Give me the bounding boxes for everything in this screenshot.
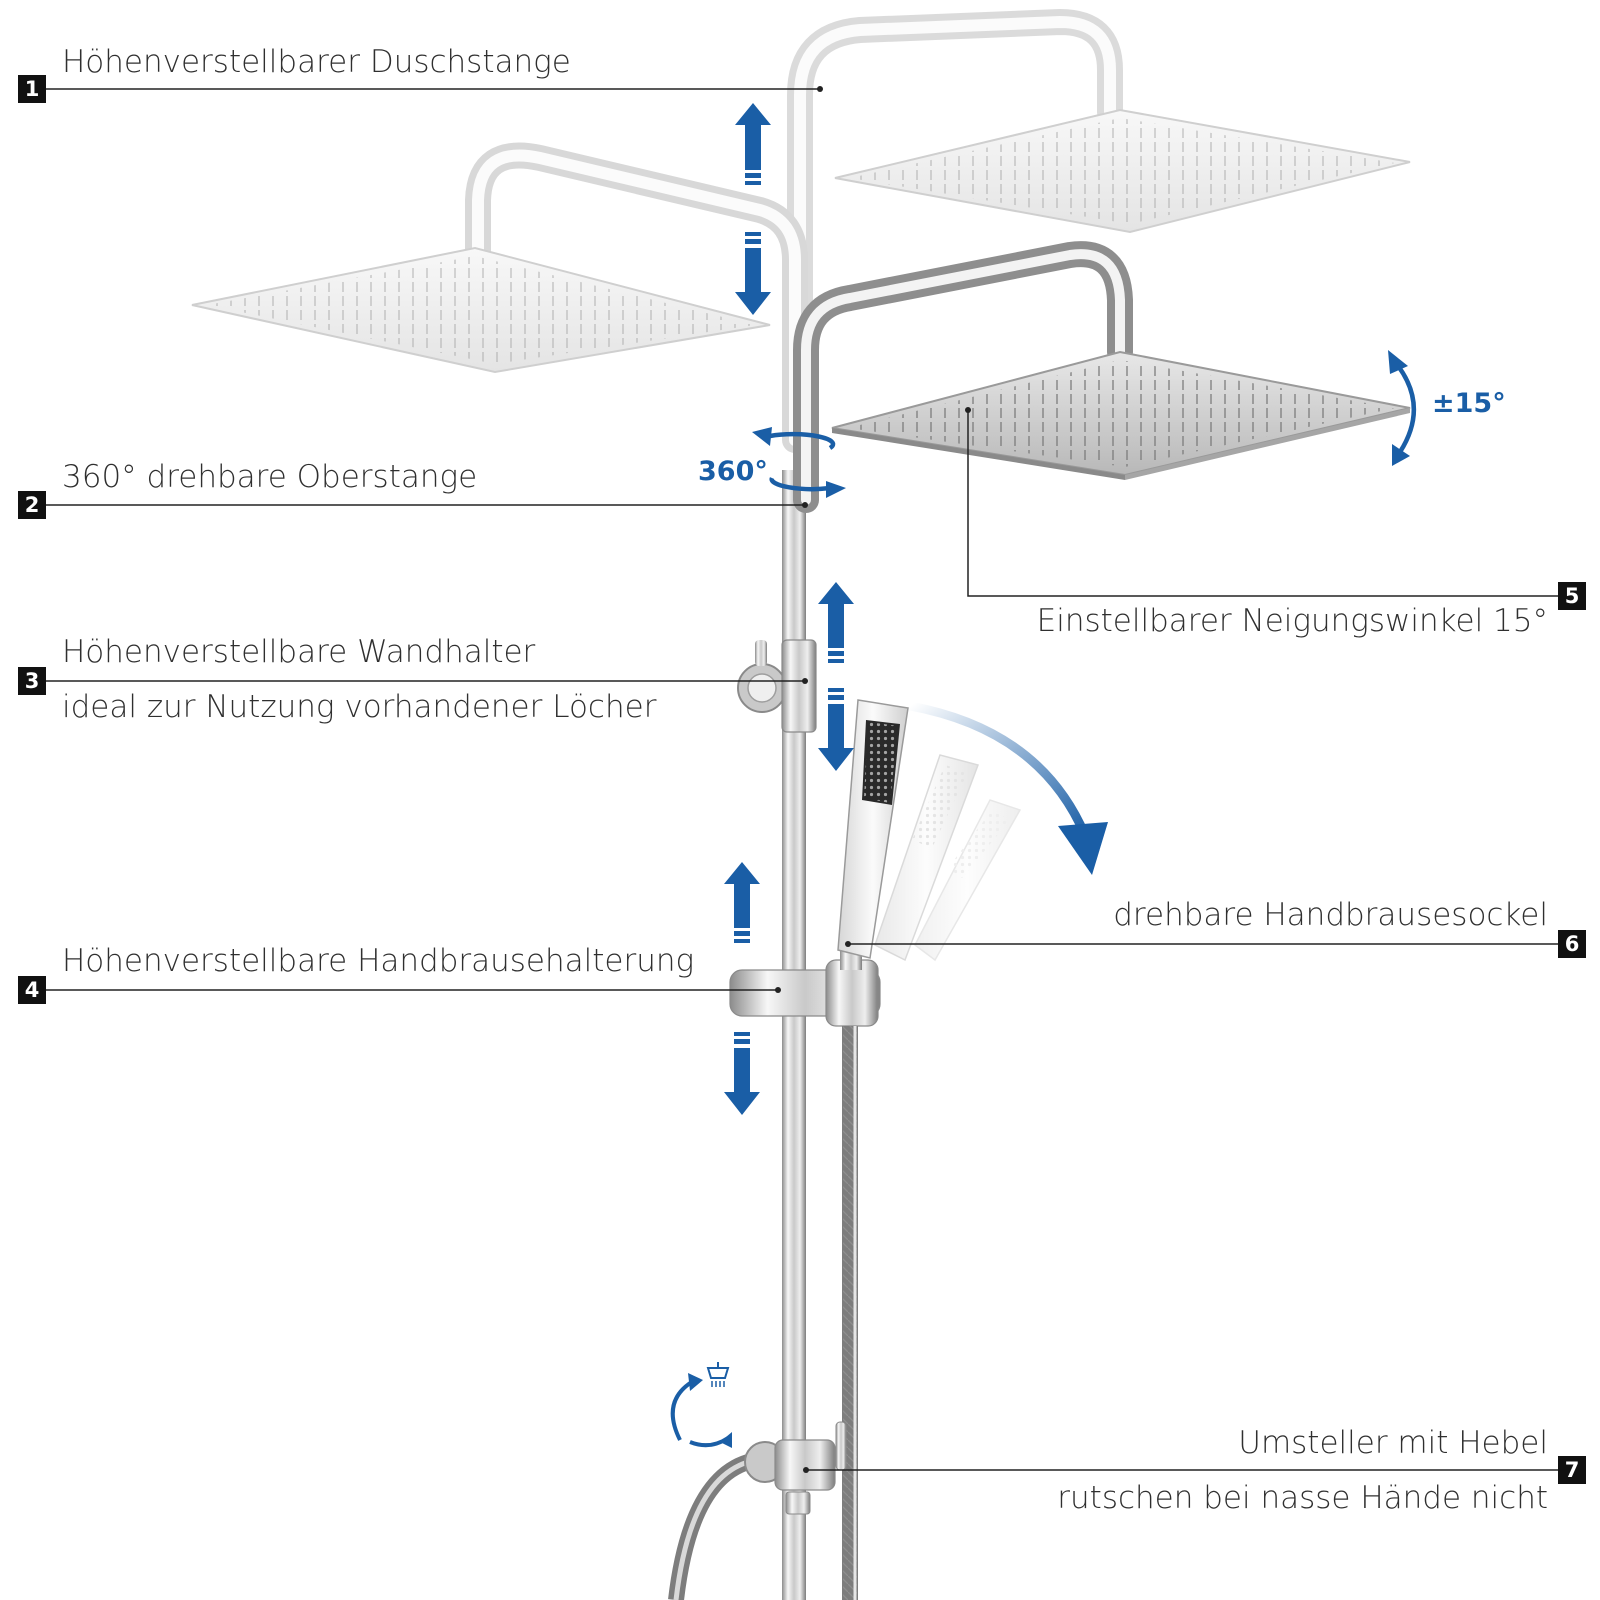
callout-sublabel-3: ideal zur Nutzung vorhandener Löcher — [62, 689, 657, 725]
hand-shower-slider — [729, 940, 881, 1027]
hand-shower-head — [837, 699, 909, 959]
diverter-switch-icon — [670, 1362, 732, 1448]
hand-shower-ghost-1 — [874, 754, 979, 962]
ghost-left-rain-shower-head — [191, 246, 771, 374]
callout-sublabel-7: rutschen bei nasse Hände nicht — [1057, 1480, 1548, 1516]
rotate-360-icon — [752, 427, 846, 498]
callout-badge-2: 2 — [18, 491, 46, 519]
callout-badge-6: 6 — [1558, 930, 1586, 958]
callout-label-7: Umsteller mit Hebel — [1238, 1425, 1548, 1461]
shower-hose — [668, 1026, 858, 1600]
hand-shower-ghost-2 — [914, 799, 1022, 962]
height-adjust-arrows-slider — [724, 862, 760, 1115]
tilt-indicator-label: ±15° — [1432, 388, 1506, 419]
top-shower-arm — [793, 241, 1133, 513]
height-adjust-arrows-bracket — [818, 582, 854, 771]
leader-lines — [46, 88, 1558, 1471]
callout-badge-4: 4 — [18, 976, 46, 1004]
callout-badge-3: 3 — [18, 667, 46, 695]
wall-bracket — [737, 639, 817, 733]
ghost-upper-rain-shower-head — [834, 108, 1411, 234]
rain-shower-head — [831, 350, 1411, 480]
callout-label-1: Höhenverstellbarer Duschstange — [62, 44, 571, 80]
callout-label-3: Höhenverstellbare Wandhalter — [62, 634, 536, 670]
callout-badge-7: 7 — [1558, 1456, 1586, 1484]
callout-label-6: drehbare Handbrausesockel — [1113, 897, 1548, 933]
shower-head-mini-icon — [706, 1362, 730, 1387]
callout-label-2: 360° drehbare Oberstange — [62, 459, 478, 495]
callout-badge-5: 5 — [1558, 582, 1586, 610]
diverter-valve — [744, 1421, 847, 1515]
rotation-indicator-label: 360° — [698, 456, 768, 487]
callout-badge-1: 1 — [18, 75, 46, 103]
ghost-upper-shower-arm — [787, 8, 1123, 453]
callout-label-5: Einstellbarer Neigungswinkel 15° — [1036, 603, 1548, 639]
callout-label-4: Höhenverstellbare Handbrausehalterung — [62, 943, 695, 979]
ghost-left-shower-arm — [465, 142, 808, 453]
tilt-arrow-icon — [1388, 350, 1417, 466]
leader-dots — [775, 86, 971, 1473]
height-adjust-arrows-top — [735, 103, 771, 315]
swing-arrow-icon — [905, 701, 1108, 875]
leader-line-5 — [967, 410, 1558, 597]
